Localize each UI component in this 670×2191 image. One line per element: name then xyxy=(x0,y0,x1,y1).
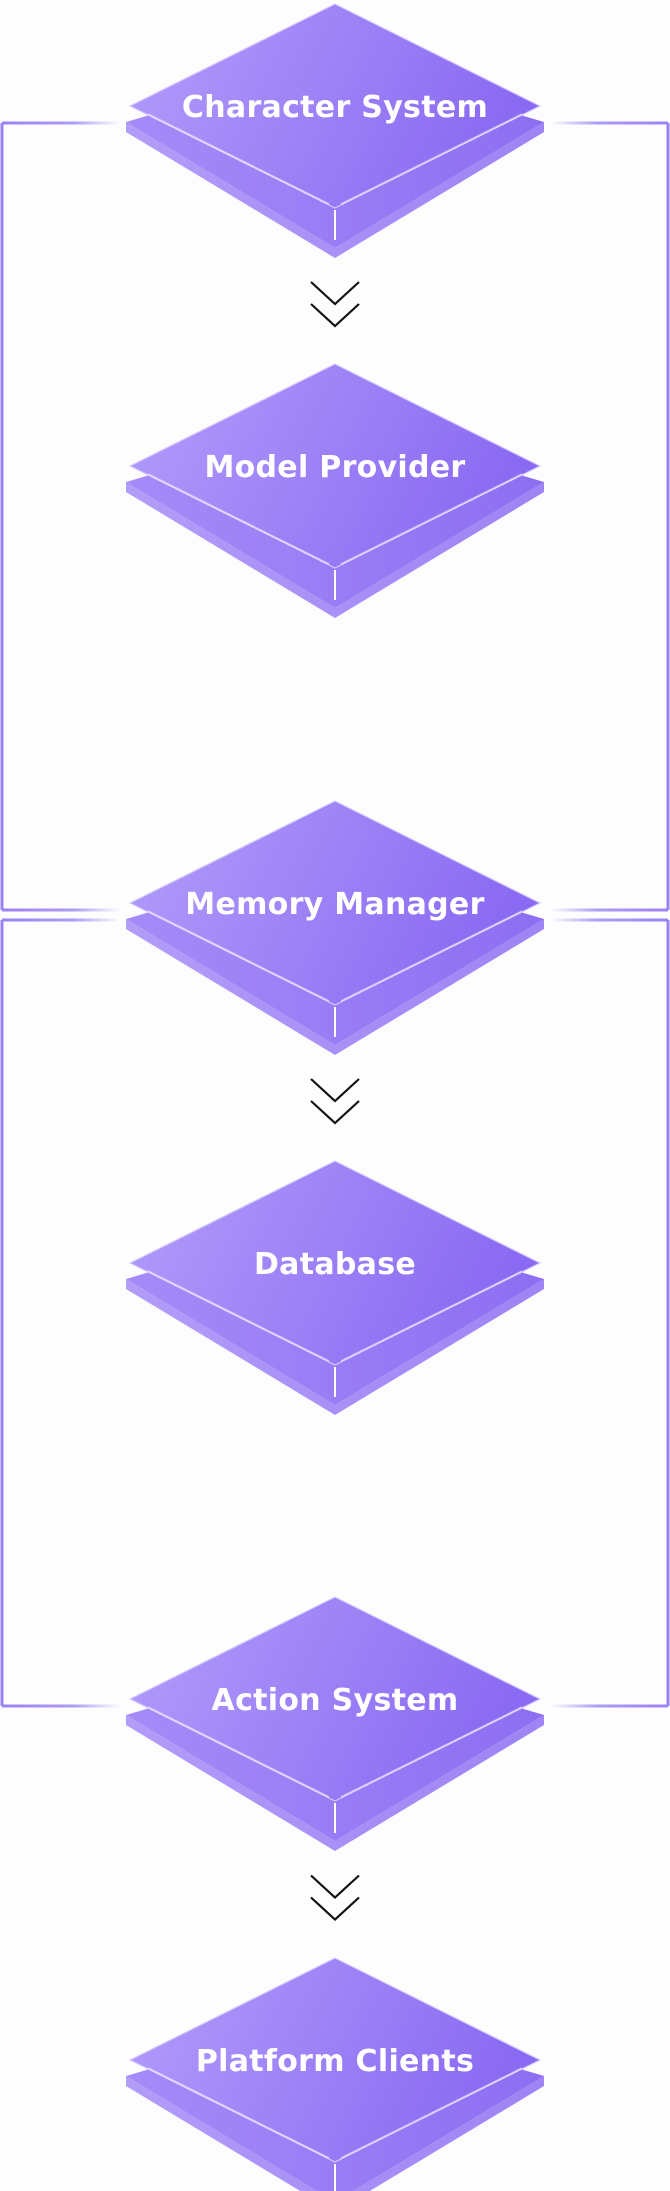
node-character-system: Character System xyxy=(126,3,544,258)
bracket-memory-manager-to-action-system xyxy=(0,918,670,1708)
chevron-down-icon xyxy=(310,1874,360,1899)
node-top-face xyxy=(128,1160,542,1366)
bracket-right-top-stub xyxy=(550,918,668,922)
node-edge-highlight xyxy=(147,1270,330,1362)
node-edge-highlight xyxy=(147,1706,330,1798)
node-platform-clients: Platform Clients xyxy=(126,1957,544,2191)
node-label: Character System xyxy=(182,90,488,125)
node-edge-highlight xyxy=(340,910,523,1002)
bracket-right-bottom-stub xyxy=(550,1704,668,1708)
arrow-character-system-to-model-provider xyxy=(310,281,360,328)
node-label: Memory Manager xyxy=(185,887,484,922)
node-edge-highlight xyxy=(340,1270,523,1362)
node-base-slab xyxy=(126,2076,544,2191)
node-memory-manager: Memory Manager xyxy=(126,800,544,1055)
node-edge-highlight xyxy=(147,473,330,565)
node-model-provider: Model Provider xyxy=(126,363,544,618)
node-top-face xyxy=(128,800,542,1006)
chevron-down-icon xyxy=(310,1078,360,1103)
chevron-down-icon xyxy=(310,303,360,328)
node-top-face xyxy=(128,1596,542,1802)
node-label: Database xyxy=(254,1247,416,1282)
node-database: Database xyxy=(126,1160,544,1415)
chevron-down-icon xyxy=(310,281,360,306)
node-label: Action System xyxy=(212,1683,459,1718)
node-edge-highlight xyxy=(147,910,330,1002)
bracket-left-top-stub xyxy=(2,918,120,922)
chevron-down-icon xyxy=(310,1896,360,1921)
node-top-face xyxy=(128,3,542,209)
node-edge-highlight xyxy=(147,113,330,205)
bracket-character-system-to-memory-manager xyxy=(0,121,670,912)
node-edge-highlight xyxy=(340,2067,523,2159)
bracket-left-top-stub xyxy=(2,121,120,125)
node-top-face xyxy=(128,363,542,569)
bracket-left-bottom-stub xyxy=(2,908,120,912)
bracket-right-top-stub xyxy=(550,121,668,125)
node-action-system: Action System xyxy=(126,1596,544,1851)
node-label: Platform Clients xyxy=(196,2044,474,2079)
chevron-down-icon xyxy=(310,1100,360,1125)
node-edge-highlight xyxy=(147,2067,330,2159)
node-edge-highlight xyxy=(340,1706,523,1798)
node-label: Model Provider xyxy=(204,450,465,485)
node-edge-highlight xyxy=(340,113,523,205)
node-top-face xyxy=(128,1957,542,2163)
arrow-memory-manager-to-database xyxy=(310,1078,360,1125)
bracket-left-bottom-stub xyxy=(2,1704,120,1708)
arrow-action-system-to-platform-clients xyxy=(310,1874,360,1921)
node-edge-highlight xyxy=(340,473,523,565)
bracket-right-bottom-stub xyxy=(550,908,668,912)
